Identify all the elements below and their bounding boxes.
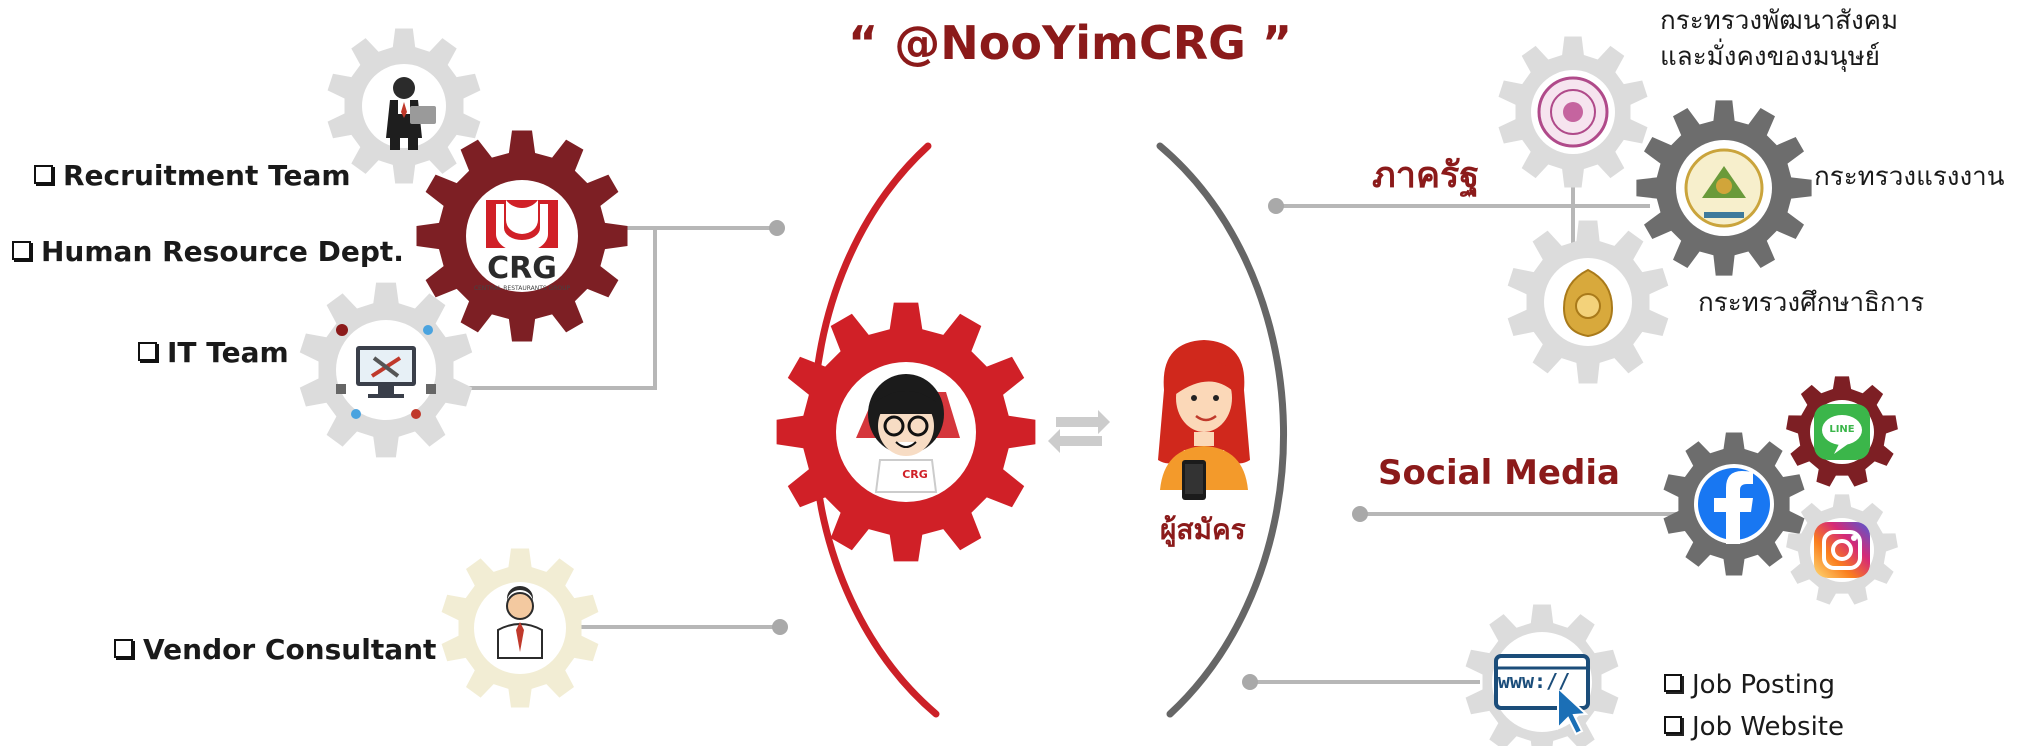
instagram-icon[interactable] xyxy=(1814,522,1870,578)
consultant-icon xyxy=(497,586,543,659)
web-item-job-website: Job Website xyxy=(1664,714,1844,740)
labour-ministry-emblem xyxy=(1680,144,1768,232)
vendor-consultant-label: Vendor Consultant xyxy=(143,633,437,666)
social-media-heading: Social Media xyxy=(1378,453,1620,493)
internal-team-item-it: IT Team xyxy=(138,339,289,367)
ministry-labour-label: กระทรวงแรงงาน xyxy=(1814,162,2005,192)
checkbox-icon xyxy=(138,341,157,361)
internal-team-item-label: Human Resource Dept. xyxy=(41,235,404,268)
internal-team-item-recruitment: Recruitment Team xyxy=(34,162,351,190)
education-ministry-emblem xyxy=(1548,262,1628,342)
government-heading: ภาครัฐ xyxy=(1372,155,1480,196)
checkbox-icon xyxy=(1664,673,1682,692)
checkbox-icon xyxy=(114,638,133,658)
connector-dots xyxy=(769,198,1368,690)
nooyim-mascot-avatar xyxy=(842,368,970,496)
internal-team-item-hr: Human Resource Dept. xyxy=(12,238,404,266)
connector-dot xyxy=(1242,674,1258,690)
businessman-laptop-icon xyxy=(386,77,436,150)
social-development-ministry-emblem xyxy=(1533,72,1613,152)
internal-team-item-label: IT Team xyxy=(167,336,289,369)
applicant-label: ผู้สมัคร xyxy=(1160,513,1246,546)
connector-dot xyxy=(772,619,788,635)
connector-dot xyxy=(1352,506,1368,522)
mascot-badge-text: CRG xyxy=(902,468,928,481)
swap-arrows-icon xyxy=(1048,410,1110,453)
connector-it-team xyxy=(462,228,657,390)
center-arc-right xyxy=(1156,142,1288,718)
connector-dot xyxy=(769,220,785,236)
checkbox-icon xyxy=(34,164,53,184)
applicant-avatar xyxy=(1158,340,1250,500)
connector-dot xyxy=(1268,198,1284,214)
checkbox-icon xyxy=(12,240,31,260)
line-icon-label: LINE xyxy=(1829,424,1854,435)
crg-logo xyxy=(486,200,558,252)
crg-logo-subtext: CENTRAL RESTAURANTS GROUP xyxy=(474,285,571,292)
checkbox-icon xyxy=(1664,715,1682,734)
ministry-social-development-line1: กระทรวงพัฒนาสังคม xyxy=(1660,6,1899,36)
www-text: www:// xyxy=(1498,669,1570,693)
web-item-label: Job Website xyxy=(1692,712,1844,742)
diagram-title: “ @NooYimCRG ” xyxy=(848,16,1293,70)
it-monitor-icon xyxy=(336,324,436,419)
ministry-social-development-line2: และมั่งคงของมนุษย์ xyxy=(1660,42,1880,72)
connector-lines xyxy=(462,150,1685,684)
internal-team-item-label: Recruitment Team xyxy=(63,159,351,192)
crg-logo-text: CRG xyxy=(487,251,557,286)
line-icon[interactable] xyxy=(1814,404,1870,460)
job-website-browser-icon xyxy=(1494,654,1590,736)
vendor-consultant-item: Vendor Consultant xyxy=(114,636,436,664)
web-item-job-posting: Job Posting xyxy=(1664,672,1835,698)
web-item-label: Job Posting xyxy=(1692,670,1835,700)
ministry-education-label: กระทรวงศึกษาธิการ xyxy=(1698,288,1925,318)
facebook-icon[interactable] xyxy=(1698,468,1770,544)
